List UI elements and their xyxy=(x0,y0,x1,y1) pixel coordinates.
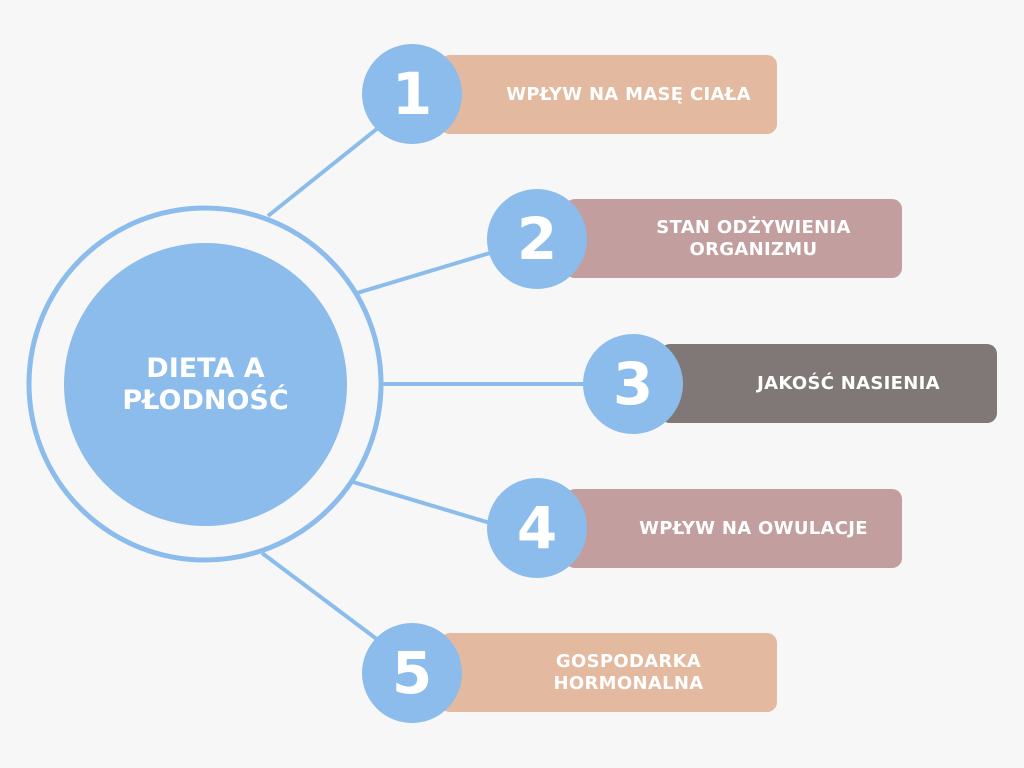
item-label: JAKOŚĆ NASIENIA xyxy=(757,372,940,394)
connector-line-5 xyxy=(260,551,380,642)
item-box-4: WPŁYW NA OWULACJE xyxy=(565,489,902,568)
connector-line-4 xyxy=(352,480,491,525)
item-box-3: JAKOŚĆ NASIENIA xyxy=(660,344,997,423)
item-box-5: GOSPODARKA HORMONALNA xyxy=(440,633,777,712)
item-box-1: WPŁYW NA MASĘ CIAŁA xyxy=(440,55,777,134)
item-label: WPŁYW NA MASĘ CIAŁA xyxy=(506,83,751,105)
item-number-circle: 4 xyxy=(487,478,587,578)
central-topic-label: DIETA A PŁODNOŚĆ xyxy=(122,352,289,416)
item-number-circle: 1 xyxy=(362,44,462,144)
item-number-circle: 2 xyxy=(487,189,587,289)
connector-line-2 xyxy=(356,251,491,295)
item-number-circle: 5 xyxy=(362,623,462,723)
outer-ring xyxy=(26,205,384,563)
connector-line-1 xyxy=(266,126,380,218)
item-number-circle: 3 xyxy=(583,334,683,434)
item-label: GOSPODARKA HORMONALNA xyxy=(553,650,704,694)
central-topic: DIETA A PŁODNOŚĆ xyxy=(64,243,347,526)
item-label: WPŁYW NA OWULACJE xyxy=(639,517,868,539)
item-box-2: STAN ODŻYWIENIA ORGANIZMU xyxy=(565,199,902,278)
item-label: STAN ODŻYWIENIA ORGANIZMU xyxy=(656,216,851,260)
